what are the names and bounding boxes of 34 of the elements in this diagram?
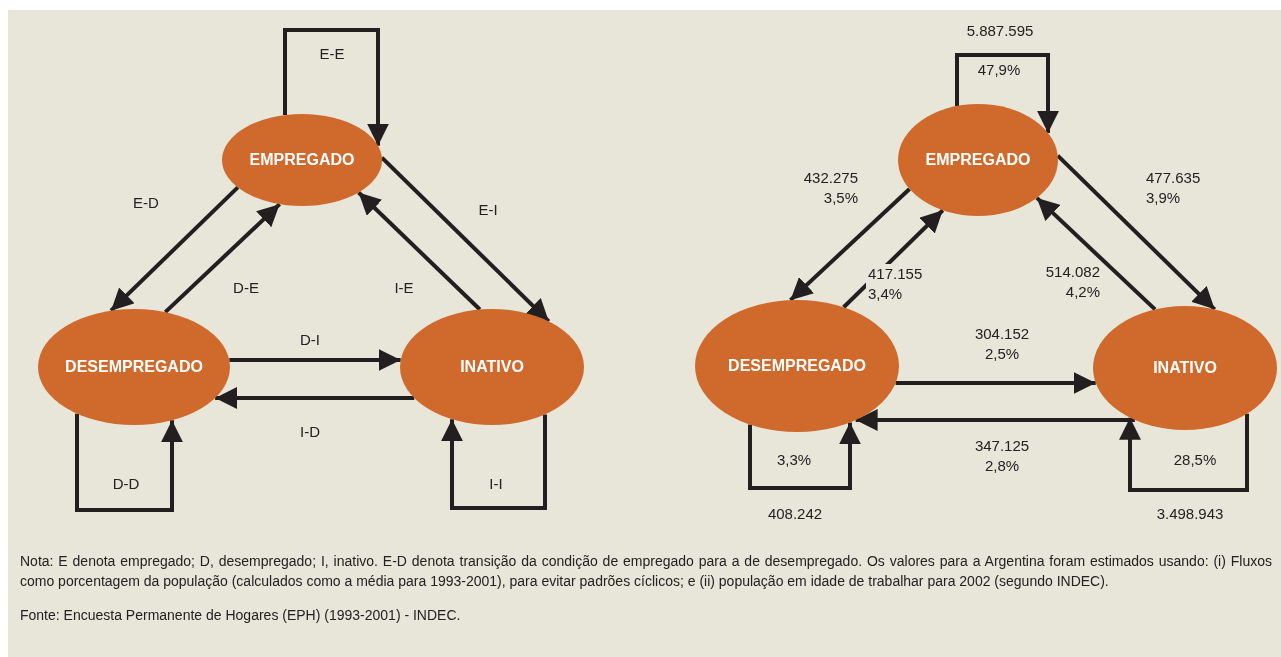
state-label: DESEMPREGADO [65,358,203,376]
arrow [955,53,1059,133]
state-label: EMPREGADO [925,151,1031,169]
note-text: Nota: E denota empregado; D, desempregado; I, inativo. E-D denota transição da condição de empregado para a de desempregado. Os valores para a Argentina foram estimados usando: (i) Fluxos como porcentagem da população (calculados como a média para 1993-2001), para evitar padrões cíclicos; e (ii) população em idade de trabalhar para 2002 (segundo INDEC). [20,552,1272,591]
arrow [441,414,547,510]
note-text: Fonte: Encuesta Permanente de Hogares (EPH) (1993-2001) - INDEC. [20,606,462,625]
arrow [357,191,482,311]
count-label: 5.887.595 [965,22,1035,39]
state-ellipse [222,114,382,206]
state-label: INATIVO [460,358,524,376]
state-label: EMPREGADO [249,151,355,169]
arrow [75,413,183,512]
count-label: 3.498.943 [1155,505,1225,522]
arrow [1056,154,1217,311]
arrow [229,349,401,371]
arrow [895,372,1096,394]
arrow [163,202,282,314]
arrow [380,156,551,323]
arrow [109,186,240,313]
arrow [215,387,415,409]
state-ellipse [898,104,1058,216]
state-label: INATIVO [1153,359,1217,377]
arrow [283,28,389,146]
state-label: DESEMPREGADO [728,357,866,375]
state-ellipse [695,300,899,432]
arrow [1035,196,1157,311]
state-ellipse [400,309,584,425]
state-ellipse [1093,306,1277,430]
arrow [1119,413,1249,492]
state-ellipse [38,309,230,425]
count-label: 408.242 [766,505,824,522]
arrow [789,187,911,302]
arrow [748,422,861,490]
arrow [855,409,1135,431]
